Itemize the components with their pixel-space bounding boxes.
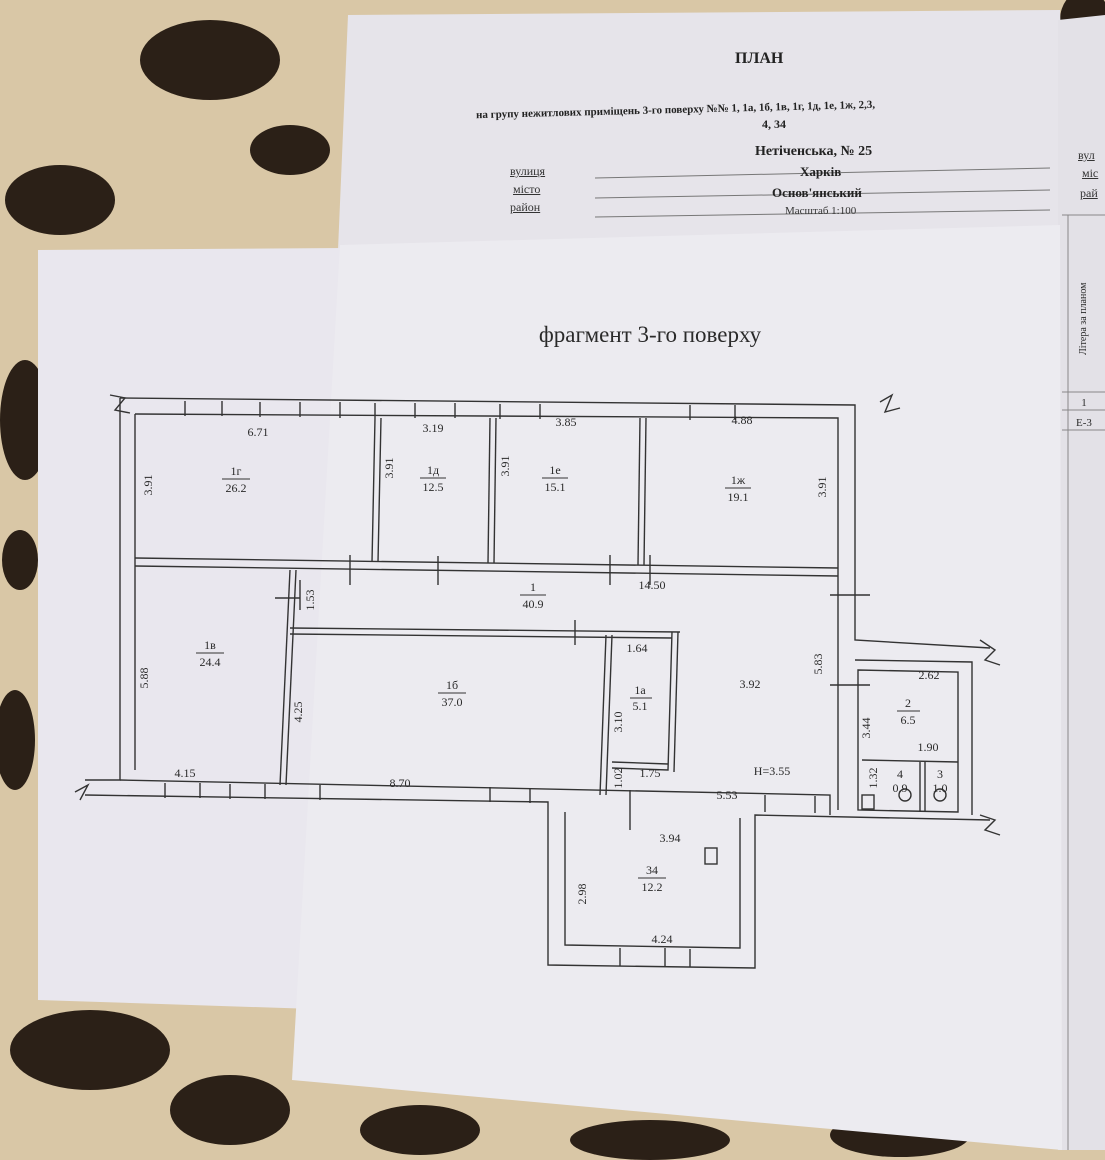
svg-text:15.1: 15.1 (545, 480, 566, 494)
svg-text:4: 4 (897, 767, 903, 781)
svg-text:2: 2 (905, 696, 911, 710)
svg-text:34: 34 (646, 863, 658, 877)
svg-text:3.91: 3.91 (382, 458, 396, 479)
room-1g: 1г 26.2 (222, 464, 250, 495)
district-value: Основ'янський (772, 185, 862, 200)
svg-text:12.5: 12.5 (423, 480, 444, 494)
city-value: Харків (800, 164, 842, 179)
svg-text:26.2: 26.2 (226, 481, 247, 495)
row-number: 1 (1081, 397, 1087, 409)
row-letter: Е-3 (1076, 417, 1092, 429)
svg-text:1.0: 1.0 (933, 781, 948, 795)
room-3: 31.0 (933, 767, 948, 795)
svg-text:40.9: 40.9 (523, 597, 544, 611)
room-2: 26.5 (897, 696, 920, 727)
svg-text:3.92: 3.92 (740, 677, 761, 691)
svg-text:2.98: 2.98 (575, 884, 589, 905)
svg-text:12.2: 12.2 (642, 880, 663, 894)
svg-text:1.75: 1.75 (640, 766, 661, 780)
svg-text:1ж: 1ж (731, 473, 746, 487)
svg-text:1в: 1в (204, 638, 216, 652)
ceiling-height: Н=3.55 (754, 764, 790, 778)
svg-text:1а: 1а (634, 683, 646, 697)
svg-text:4.25: 4.25 (291, 702, 305, 723)
svg-text:1.53: 1.53 (303, 590, 317, 611)
svg-text:3.91: 3.91 (141, 475, 155, 496)
svg-text:5.88: 5.88 (137, 668, 151, 689)
right-sheet (1058, 15, 1105, 1150)
scale-label: Масштаб 1:100 (785, 205, 857, 217)
svg-text:1: 1 (530, 580, 536, 594)
plan-title: фрагмент 3-го поверху (539, 322, 762, 347)
svg-text:24.4: 24.4 (200, 655, 221, 669)
header-lines (594, 167, 1051, 218)
city-label: місто (513, 182, 541, 196)
svg-text:1.02: 1.02 (611, 768, 625, 789)
street-value: Нетіченська, № 25 (755, 144, 873, 159)
svg-text:0.9: 0.9 (893, 781, 908, 795)
svg-text:3.94: 3.94 (660, 831, 681, 845)
svg-text:5.53: 5.53 (717, 788, 738, 802)
back-sheet (338, 10, 1068, 250)
svg-text:1.90: 1.90 (918, 740, 939, 754)
svg-text:2.62: 2.62 (919, 668, 940, 682)
room-1d: 1д 12.5 (420, 463, 446, 494)
svg-text:4.88: 4.88 (732, 413, 753, 427)
svg-text:8.70: 8.70 (390, 776, 411, 790)
svg-text:1.32: 1.32 (866, 768, 880, 789)
room-1a: 1а5.1 (630, 683, 652, 713)
svg-text:14.50: 14.50 (639, 578, 666, 592)
room-4: 40.9 (893, 767, 908, 795)
svg-text:3.19: 3.19 (423, 421, 444, 435)
side-city-label: міс (1082, 166, 1099, 180)
street-label: вулиця (510, 164, 546, 178)
svg-text:1д: 1д (427, 463, 439, 477)
room-1e: 1е 15.1 (542, 463, 568, 494)
svg-text:1б: 1б (446, 678, 458, 692)
room-1b: 1б 37.0 (438, 678, 466, 709)
svg-text:4.15: 4.15 (175, 766, 196, 780)
svg-text:3: 3 (937, 767, 943, 781)
svg-text:3.85: 3.85 (556, 415, 577, 429)
svg-text:5.83: 5.83 (811, 654, 825, 675)
svg-text:5.1: 5.1 (633, 699, 648, 713)
side-district-label: рай (1080, 186, 1098, 200)
plan-sheet-left (38, 248, 345, 1010)
svg-text:1г: 1г (231, 464, 242, 478)
floor-plan (74, 393, 1001, 969)
svg-text:3.91: 3.91 (498, 456, 512, 477)
column-header: Літера за планом (1078, 282, 1089, 355)
svg-text:19.1: 19.1 (728, 490, 749, 504)
svg-text:3.91: 3.91 (815, 477, 829, 498)
district-label: район (510, 200, 541, 214)
svg-text:1.64: 1.64 (627, 641, 648, 655)
svg-text:6.5: 6.5 (901, 713, 916, 727)
document-title: ПЛАН (735, 50, 784, 67)
side-street-label: вул (1078, 148, 1095, 162)
room-1zh: 1ж 19.1 (725, 473, 751, 504)
svg-text:1е: 1е (549, 463, 560, 477)
svg-text:6.71: 6.71 (248, 425, 269, 439)
room-1v: 1в 24.4 (196, 638, 224, 669)
room-1: 140.9 (520, 580, 546, 611)
svg-text:4.24: 4.24 (652, 932, 673, 946)
dimension-labels: 6.71 3.19 3.85 4.88 3.91 3.91 3.91 3.91 … (137, 413, 940, 946)
svg-text:3.44: 3.44 (859, 718, 873, 739)
svg-text:3.10: 3.10 (611, 712, 625, 733)
room-34: 34 12.2 (638, 863, 666, 894)
side-table (1062, 214, 1105, 1150)
svg-text:37.0: 37.0 (442, 695, 463, 709)
document-subtitle-cont: 4, 34 (762, 117, 786, 131)
